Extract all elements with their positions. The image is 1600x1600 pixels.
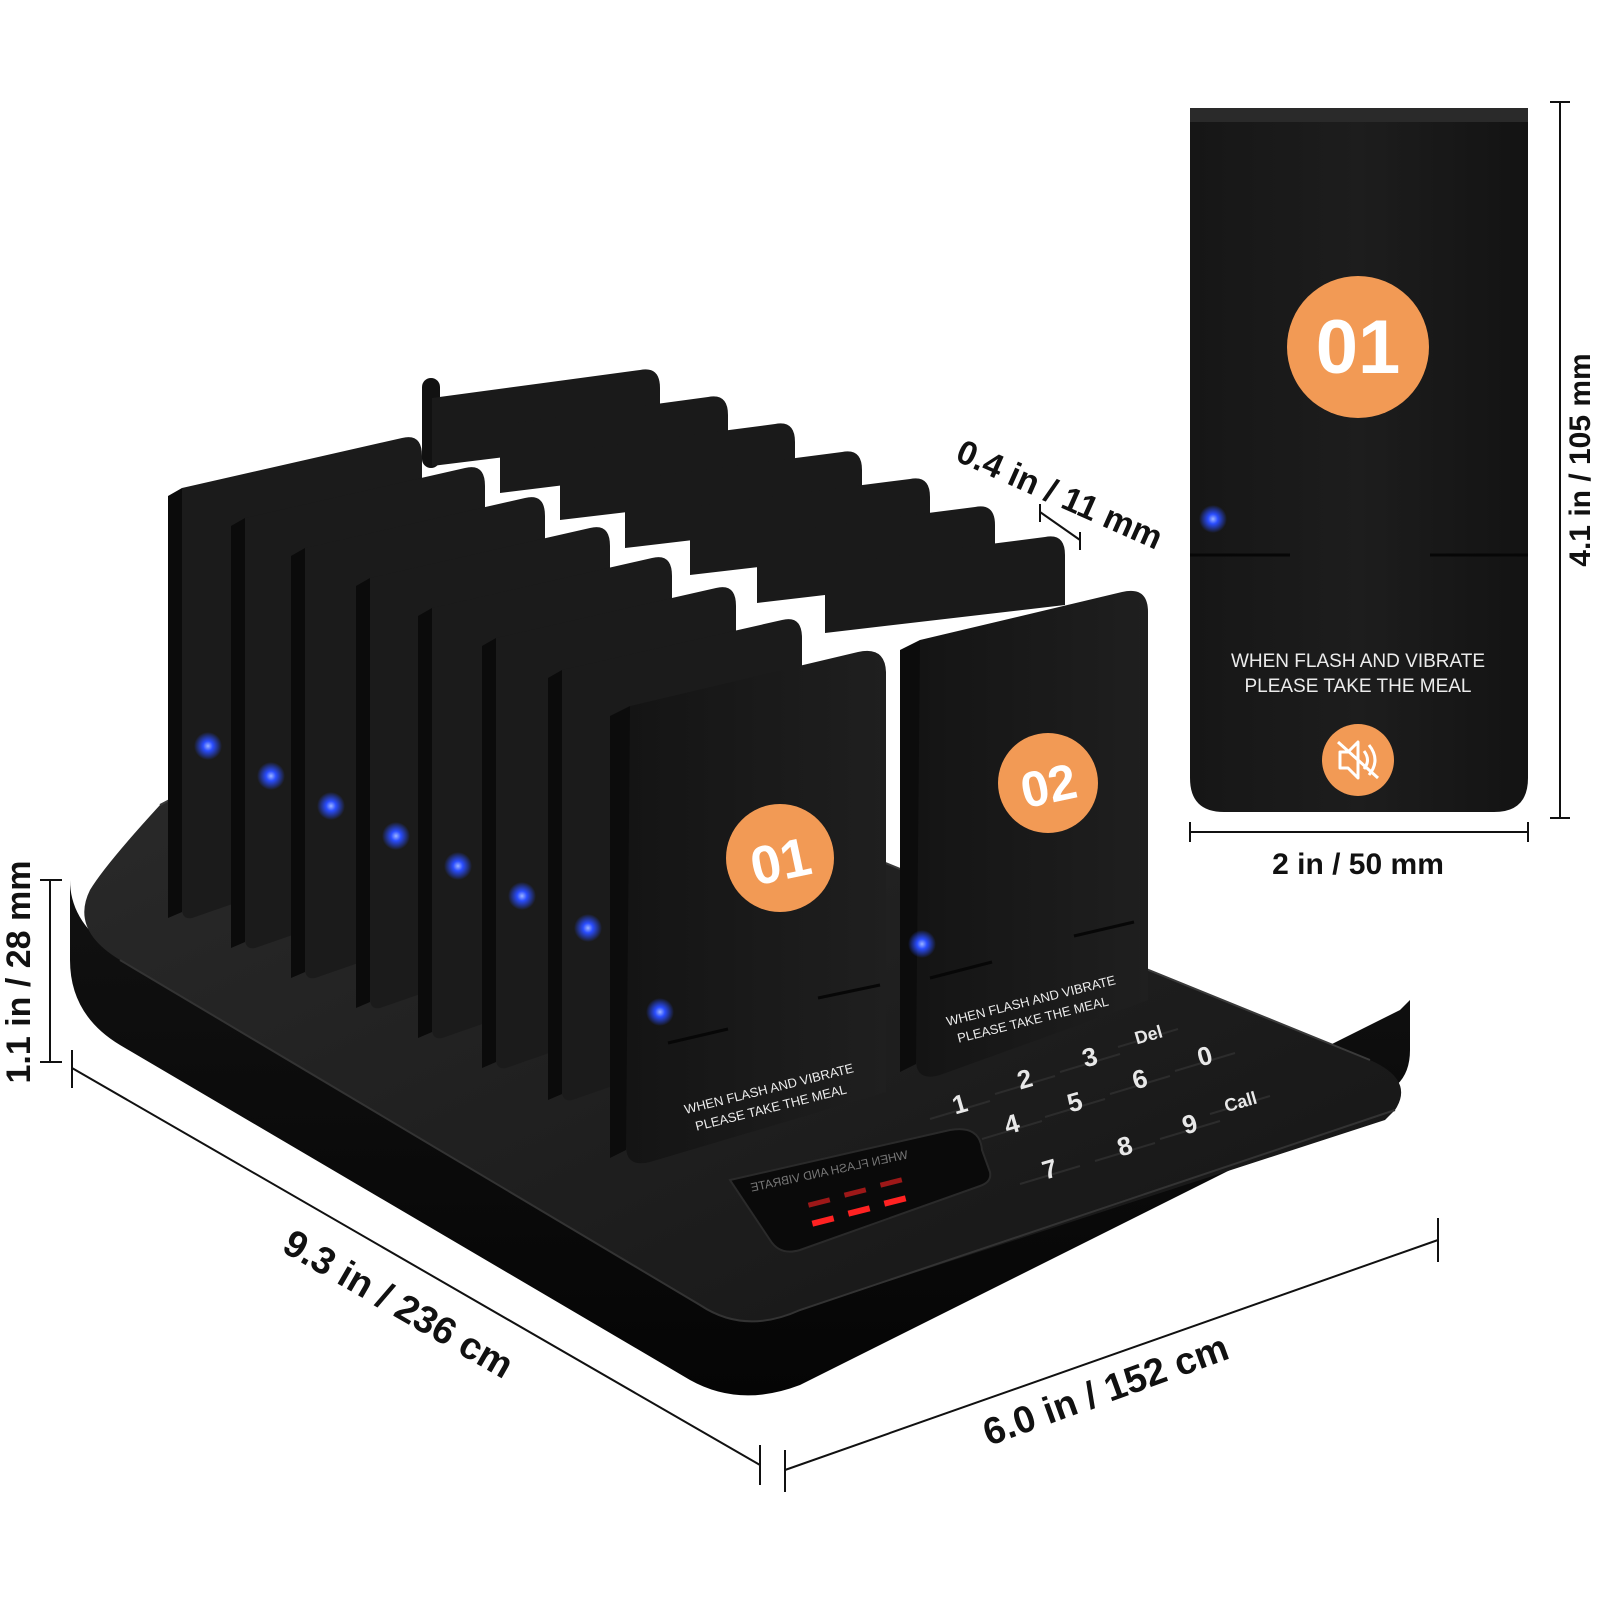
- stack-pager-edge-7: [548, 670, 562, 1100]
- detail-pager-label-line2: PLEASE TAKE THE MEAL: [1244, 676, 1471, 697]
- base-height-label: 1.1 in / 28 mm: [0, 861, 38, 1084]
- speaker-mute-icon: [1322, 724, 1394, 796]
- front-pager-02-led: [908, 930, 936, 958]
- stack-pager-led-1: [194, 732, 222, 760]
- back-pager-7: [825, 536, 1065, 633]
- pager-height-label: 4.1 in / 105 mm: [1564, 353, 1597, 566]
- pager-width-label: 2 in / 50 mm: [1272, 848, 1444, 881]
- detail-pager-number: 01: [1316, 305, 1401, 390]
- stack-pager-edge-3: [291, 548, 305, 978]
- detail-pager-led: [1199, 505, 1227, 533]
- stack-pager-led-2: [257, 762, 285, 790]
- stack-pager-led-3: [317, 792, 345, 820]
- stack-pager-edge-4: [356, 578, 370, 1008]
- stack-pager-edge-1: [168, 488, 182, 918]
- stack-pager-edge-2: [231, 518, 245, 948]
- front-pager-01-number: 01: [745, 826, 816, 897]
- base-width-label: 6.0 in / 152 cm: [978, 1327, 1235, 1455]
- stack-pager-led-4: [382, 822, 410, 850]
- detail-pager-label-line1: WHEN FLASH AND VIBRATE: [1231, 651, 1485, 672]
- display-digits: [807, 1177, 907, 1227]
- base-height-dimension: 1.1 in / 28 mm: [0, 861, 62, 1084]
- pager-height-dimension: 4.1 in / 105 mm: [1550, 101, 1597, 819]
- stack-pager-edge-6: [482, 638, 496, 1068]
- front-pager-02: 02 WHEN FLASH AND VIBRATE PLEASE TAKE TH…: [900, 590, 1148, 1077]
- front-pager-01: 01 WHEN FLASH AND VIBRATE PLEASE TAKE TH…: [610, 650, 886, 1164]
- stack-pager-led-5: [444, 852, 472, 880]
- front-pager-02-number: 02: [1016, 753, 1082, 819]
- detail-pager-badge: [1287, 276, 1429, 418]
- front-pager-01-led: [646, 998, 674, 1026]
- detail-pager: 01 WHEN FLASH AND VIBRATE PLEASE TAKE TH…: [1190, 108, 1528, 812]
- front-pager-01-badge: [726, 804, 834, 912]
- front-pager-02-badge: [998, 733, 1098, 833]
- stack-pager-led-7: [574, 914, 602, 942]
- stack-pager-led-6: [508, 882, 536, 910]
- pager-width-dimension: 2 in / 50 mm: [1189, 822, 1529, 881]
- stack-pager-edge-5: [418, 608, 432, 1038]
